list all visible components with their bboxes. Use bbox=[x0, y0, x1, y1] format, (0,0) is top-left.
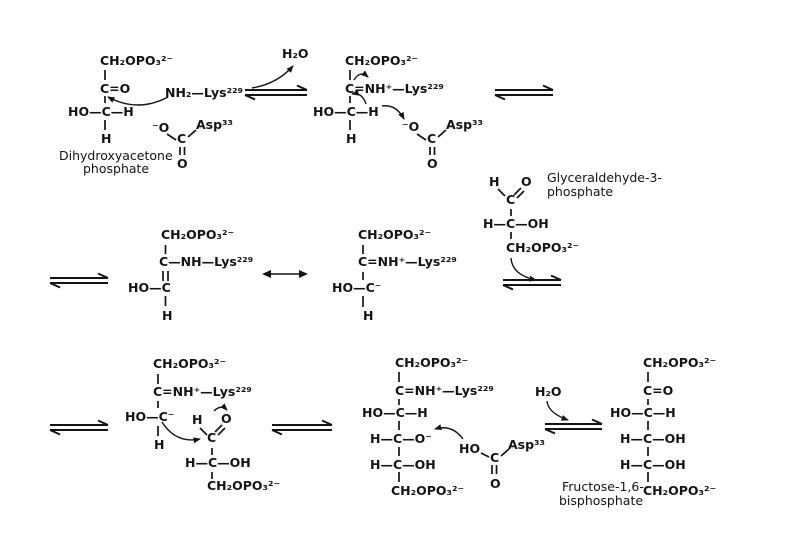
g3p-formula-line: CH₂OPO₃²⁻ bbox=[506, 240, 580, 255]
attack-formula-line: HO—C⁻ bbox=[125, 409, 175, 424]
fbp-formula-line: HO—C—H bbox=[610, 405, 676, 420]
equilibrium-arrows-4 bbox=[502, 274, 562, 291]
dhap-formula-line: CH₂OPO₃²⁻ bbox=[100, 53, 174, 68]
asp33-residue-label: Asp³³ bbox=[446, 117, 484, 132]
asp33-residue-label: Asp³³ bbox=[508, 437, 546, 452]
adduct-formula-line: H—C—OH bbox=[370, 457, 436, 472]
fbp-name-label: Fructose-1,6- bbox=[562, 479, 644, 494]
arrow-ch-to-iminium bbox=[351, 89, 367, 105]
equilibrium-arrows-7 bbox=[544, 418, 603, 435]
asp33-carbon: C bbox=[427, 131, 437, 146]
attack-formula-line: CH₂OPO₃²⁻ bbox=[153, 356, 227, 371]
asp33-carboxylate-oxygen: ⁻O bbox=[152, 120, 170, 135]
g3p-aldehyde-h: H bbox=[489, 174, 500, 189]
asp33-hydroxyl: HO bbox=[459, 441, 481, 456]
aldehyde-formula-line: H—C—OH bbox=[185, 455, 251, 470]
g3p-name-label: phosphate bbox=[547, 184, 614, 199]
carbanion-formula-line: CH₂OPO₃²⁻ bbox=[358, 227, 432, 242]
aldehyde-formula-line: CH₂OPO₃²⁻ bbox=[207, 478, 281, 493]
arrow-nh2-attack-carbonyl bbox=[107, 96, 169, 106]
schiff-base-formula-line: C=NH⁺—Lys²²⁹ bbox=[345, 81, 444, 96]
schiff-base-formula-line: CH₂OPO₃²⁻ bbox=[345, 53, 419, 68]
water-label: H₂O bbox=[535, 384, 562, 399]
fbp-name-label: bisphosphate bbox=[559, 493, 644, 508]
asp33-carbonyl-oxygen: O bbox=[427, 156, 438, 171]
equilibrium-arrows-1 bbox=[244, 84, 308, 101]
lys229-amine-group: NH₂—Lys²²⁹ bbox=[165, 85, 244, 100]
asp33-c-bonds bbox=[480, 448, 510, 474]
enamine-formula-line: CH₂OPO₃²⁻ bbox=[161, 227, 235, 242]
schiff-base-formula-line: H bbox=[346, 131, 357, 146]
arrow-carbanion-attack bbox=[161, 421, 201, 444]
adduct-formula-line: HO—C—H bbox=[362, 405, 428, 420]
asp33-carbon: C bbox=[177, 131, 187, 146]
attack-formula-line: C=NH⁺—Lys²²⁹ bbox=[153, 384, 252, 399]
enamine-formula-line: H bbox=[162, 308, 173, 323]
enamine-bonds bbox=[162, 245, 169, 306]
resonance-arrow bbox=[262, 270, 308, 278]
asp33-a-bonds bbox=[166, 129, 197, 155]
asp33-residue-label: Asp³³ bbox=[196, 117, 234, 132]
water-label: H₂O bbox=[282, 46, 309, 61]
aldehyde-c: C bbox=[207, 430, 217, 445]
arrow-g3p-entering bbox=[510, 257, 537, 282]
aldehyde-o: O bbox=[221, 411, 232, 426]
carbanion-formula-line: H bbox=[363, 308, 374, 323]
dhap-name-label: Dihydroxyacetone bbox=[59, 148, 173, 163]
carbanion-formula-line: HO—C⁻ bbox=[332, 280, 382, 295]
g3p-aldehyde-o: O bbox=[521, 174, 532, 189]
fbp-formula-line: CH₂OPO₃²⁻ bbox=[643, 355, 717, 370]
fbp-formula-line: CH₂OPO₃²⁻ bbox=[643, 483, 717, 498]
attack-aldehyde-bonds bbox=[199, 424, 226, 479]
arrow-pi-to-oxygen bbox=[213, 403, 228, 412]
asp33-carboxylate-oxygen: ⁻O bbox=[402, 119, 420, 134]
dhap-name-label: phosphate bbox=[83, 161, 150, 176]
fbp-formula-line: H—C—OH bbox=[620, 457, 686, 472]
adduct-formula-line: C=NH⁺—Lys²²⁹ bbox=[395, 383, 494, 398]
carbanion-formula-line: C=NH⁺—Lys²²⁹ bbox=[358, 254, 457, 269]
dhap-formula-line: H bbox=[101, 131, 112, 146]
arrow-water-leaving bbox=[251, 65, 294, 89]
g3p-formula-line: H—C—OH bbox=[483, 216, 549, 231]
attack-formula-line: H bbox=[154, 437, 165, 452]
equilibrium-arrows-2 bbox=[494, 84, 554, 101]
asp33-b-bonds bbox=[416, 129, 447, 155]
equilibrium-arrows-6 bbox=[271, 419, 333, 436]
aldehyde-h: H bbox=[192, 412, 203, 427]
fbp-formula-line: C=O bbox=[643, 383, 674, 398]
asp33-carbon: C bbox=[490, 450, 500, 465]
schiff-base-formula-line: HO—C—H bbox=[313, 104, 379, 119]
enamine-formula-line: C—NH—Lys²²⁹ bbox=[159, 254, 254, 269]
adduct-formula-line: CH₂OPO₃²⁻ bbox=[391, 483, 465, 498]
g3p-name-label: Glyceraldehyde-3- bbox=[547, 170, 662, 185]
g3p-bonds bbox=[497, 187, 525, 239]
arrow-h-to-aspartate bbox=[381, 105, 405, 120]
equilibrium-arrows-3 bbox=[49, 272, 109, 289]
arrow-pi-to-nitrogen bbox=[353, 70, 369, 81]
adduct-formula-line: H—C—O⁻ bbox=[370, 431, 432, 446]
asp33-carbonyl-oxygen: O bbox=[490, 476, 501, 491]
g3p-aldehyde-c: C bbox=[506, 192, 516, 207]
enamine-formula-line: HO—C bbox=[128, 280, 171, 295]
asp33-carbonyl-oxygen: O bbox=[177, 156, 188, 171]
adduct-formula-line: CH₂OPO₃²⁻ bbox=[395, 355, 469, 370]
arrow-water-entering bbox=[546, 400, 569, 421]
dhap-formula-line: HO—C—H bbox=[68, 104, 134, 119]
fbp-formula-line: H—C—OH bbox=[620, 431, 686, 446]
equilibrium-arrows-5 bbox=[49, 419, 109, 436]
dhap-formula-line: C=O bbox=[100, 81, 131, 96]
arrow-asp-proton-to-alkoxide bbox=[434, 424, 464, 440]
